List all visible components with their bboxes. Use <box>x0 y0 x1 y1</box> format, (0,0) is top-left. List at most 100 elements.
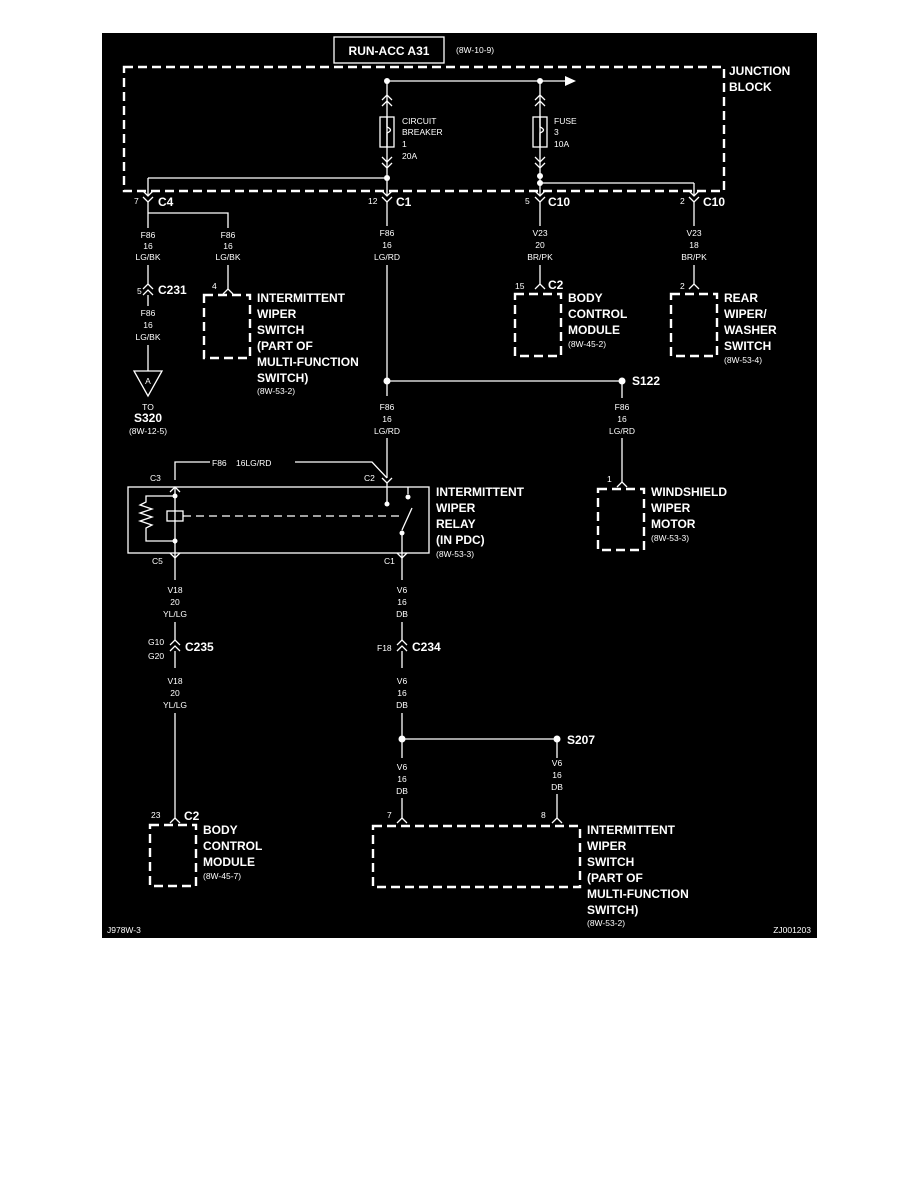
svg-text:CONTROL: CONTROL <box>203 839 262 853</box>
svg-text:REAR: REAR <box>724 291 758 305</box>
s122-label: S122 <box>632 374 660 388</box>
diagram-panel <box>102 33 817 938</box>
svg-text:WASHER: WASHER <box>724 323 777 337</box>
svg-text:G20: G20 <box>148 651 164 661</box>
svg-text:F86: F86 <box>380 228 395 238</box>
svg-text:C1: C1 <box>384 556 395 566</box>
svg-text:20: 20 <box>170 597 180 607</box>
svg-text:23: 23 <box>151 810 161 820</box>
svg-text:MULTI-FUNCTION: MULTI-FUNCTION <box>257 355 359 369</box>
svg-text:16: 16 <box>143 241 153 251</box>
fuse-number: 3 <box>554 127 559 137</box>
breaker-connector-bottom <box>381 156 393 169</box>
off-page-letter: A <box>145 376 151 386</box>
svg-text:7: 7 <box>387 810 392 820</box>
svg-text:16: 16 <box>143 320 153 330</box>
svg-text:18: 18 <box>689 240 699 250</box>
junction-block-label-1: JUNCTION <box>729 64 790 78</box>
svg-text:SWITCH): SWITCH) <box>257 371 308 385</box>
intermittent-wiper-switch-bottom-box <box>371 824 582 889</box>
svg-text:7: 7 <box>134 196 139 206</box>
svg-text:BR/PK: BR/PK <box>527 252 553 262</box>
title-box <box>333 36 445 64</box>
svg-text:V6: V6 <box>397 676 408 686</box>
svg-text:C2: C2 <box>364 473 375 483</box>
svg-text:16: 16 <box>552 770 562 780</box>
intermittent-wiper-relay-box <box>127 486 430 554</box>
title-ref: (8W-10-9) <box>456 45 494 55</box>
body-control-module-bottom-box <box>148 823 198 888</box>
svg-text:5: 5 <box>525 196 530 206</box>
svg-text:MULTI-FUNCTION: MULTI-FUNCTION <box>587 887 689 901</box>
svg-text:C5: C5 <box>152 556 163 566</box>
svg-text:F86: F86 <box>615 402 630 412</box>
c234-connector <box>396 639 408 652</box>
svg-text:F86: F86 <box>380 402 395 412</box>
fuse-label: FUSE <box>554 116 577 126</box>
body-control-module-top-box <box>513 292 563 358</box>
svg-text:F86: F86 <box>141 230 156 240</box>
svg-text:(PART OF: (PART OF <box>257 339 313 353</box>
relay-contact <box>401 507 413 531</box>
svg-text:(PART OF: (PART OF <box>587 871 643 885</box>
svg-text:LG/RD: LG/RD <box>374 252 400 262</box>
svg-text:TO: TO <box>142 402 154 412</box>
bus-arrow <box>565 76 576 86</box>
svg-text:15: 15 <box>515 281 525 291</box>
rear-wiper-washer-switch-box <box>669 292 719 358</box>
svg-text:WIPER: WIPER <box>257 307 297 321</box>
svg-text:YL/LG: YL/LG <box>163 700 187 710</box>
svg-text:1: 1 <box>607 474 612 484</box>
svg-text:2: 2 <box>680 196 685 206</box>
svg-text:LG/RD: LG/RD <box>374 426 400 436</box>
relay-resistor <box>137 495 175 542</box>
svg-text:V18: V18 <box>167 676 182 686</box>
svg-text:(8W-53-4): (8W-53-4) <box>724 355 762 365</box>
svg-text:MOTOR: MOTOR <box>651 517 696 531</box>
svg-text:(8W-12-5): (8W-12-5) <box>129 426 167 436</box>
svg-text:WIPER/: WIPER/ <box>724 307 767 321</box>
s320-label: S320 <box>134 411 162 425</box>
off-page-connector-triangle <box>132 370 164 398</box>
svg-text:SWITCH: SWITCH <box>257 323 304 337</box>
svg-text:LG/BK: LG/BK <box>215 252 240 262</box>
svg-text:BR/PK: BR/PK <box>681 252 707 262</box>
svg-text:V18: V18 <box>167 585 182 595</box>
s207-label: S207 <box>567 733 595 747</box>
svg-text:(8W-53-2): (8W-53-2) <box>257 386 295 396</box>
svg-text:DB: DB <box>551 782 563 792</box>
diagram-title: RUN-ACC A31 <box>349 44 430 58</box>
svg-text:20: 20 <box>170 688 180 698</box>
svg-text:4: 4 <box>212 281 217 291</box>
breaker-connector-top <box>381 94 393 107</box>
svg-text:16: 16 <box>223 241 233 251</box>
svg-text:8: 8 <box>541 810 546 820</box>
svg-text:(8W-53-2): (8W-53-2) <box>587 918 625 928</box>
svg-text:(8W-53-3): (8W-53-3) <box>436 549 474 559</box>
svg-text:C2: C2 <box>548 278 564 292</box>
svg-text:16: 16 <box>617 414 627 424</box>
svg-text:16: 16 <box>397 774 407 784</box>
fuse-element <box>539 117 545 147</box>
breaker-rating: 20A <box>402 151 417 161</box>
svg-text:G10: G10 <box>148 637 164 647</box>
fuse-connector-bottom <box>534 156 546 169</box>
breaker-element <box>386 117 392 147</box>
svg-text:SWITCH: SWITCH <box>724 339 771 353</box>
c235-label: C235 <box>185 640 214 654</box>
svg-text:5: 5 <box>137 286 142 296</box>
svg-text:20: 20 <box>535 240 545 250</box>
c10b-label: C10 <box>703 195 725 209</box>
svg-text:(8W-45-7): (8W-45-7) <box>203 871 241 881</box>
svg-text:CONTROL: CONTROL <box>568 307 627 321</box>
c4-label: C4 <box>158 195 174 209</box>
svg-text:12: 12 <box>368 196 378 206</box>
breaker-number: 1 <box>402 139 407 149</box>
svg-text:WINDSHIELD: WINDSHIELD <box>651 485 727 499</box>
c1-label: C1 <box>396 195 412 209</box>
fuse-rating: 10A <box>554 139 569 149</box>
svg-text:F86: F86 <box>221 230 236 240</box>
breaker-label-2: BREAKER <box>402 127 443 137</box>
svg-text:16: 16 <box>382 240 392 250</box>
